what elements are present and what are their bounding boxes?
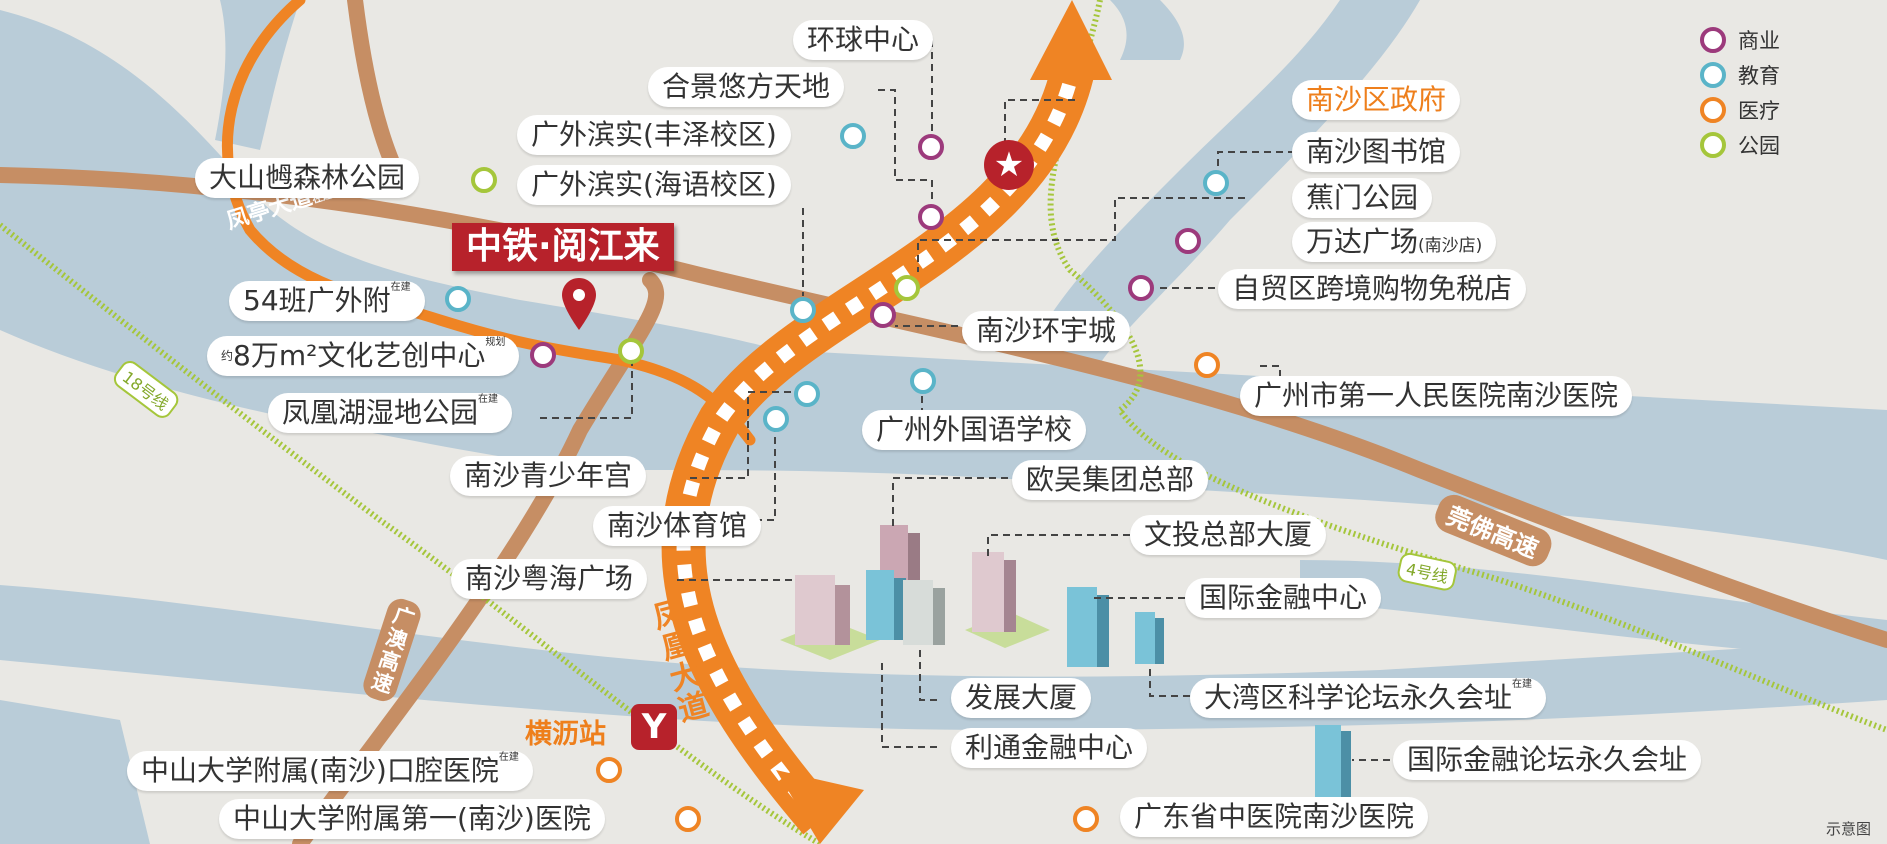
park-marker [471,167,497,193]
leader-lines [540,40,1390,761]
education-marker [794,381,820,407]
education-marker [445,286,471,312]
place-label-qingshao: 南沙青少年宫 [450,456,647,496]
park-marker [894,275,920,301]
commerce-marker [1175,228,1201,254]
commerce-marker [870,302,896,328]
place-label-zhongda-1: 中山大学附属第一(南沙)医院 [219,799,605,839]
medical-marker [596,757,622,783]
place-label-tushuguan: 南沙图书馆 [1292,132,1461,172]
fenghuang-avenue-arrow [661,0,1112,844]
legend-item-education: 教育 [1700,57,1780,92]
education-marker [840,123,866,149]
medical-marker [1073,806,1099,832]
place-label-hejing: 合景悠方天地 [648,67,845,107]
education-marker [910,368,936,394]
legend-item-park: 公园 [1700,127,1780,162]
medical-marker [1194,352,1220,378]
metro-station-label: 横沥站 [525,719,606,750]
place-label-huanqiu: 环球中心 [793,20,934,60]
place-label-huanyu: 南沙环宇城 [962,311,1131,351]
place-label-fenghuanghu: 凤凰湖湿地公园在建 [268,393,513,433]
commerce-marker [918,134,944,160]
place-label-zhongda-kq: 中山大学附属(南沙)口腔医院在建 [127,751,533,791]
education-marker [1203,170,1229,196]
education-dot-icon [1700,61,1726,88]
metro-logo-icon: Y [631,704,677,750]
medical-dot-icon [1700,96,1726,123]
legend-item-commerce: 商业 [1700,22,1780,57]
place-label-wentou: 文投总部大厦 [1130,515,1327,555]
place-label-fazhan: 发展大厦 [951,678,1092,718]
place-label-guangwai-fengze: 广外滨实(丰泽校区) [517,115,791,155]
education-marker [790,297,816,323]
commerce-marker [1128,275,1154,301]
location-pin-icon [562,278,596,330]
place-label-ouwu: 欧吴集团总部 [1012,460,1209,500]
place-label-tiyu: 南沙体育馆 [593,506,762,546]
place-label-guojijinrong: 国际金融中心 [1185,578,1382,618]
star-icon: ★ [984,140,1034,190]
education-marker [763,406,789,432]
place-label-luntan: 国际金融论坛永久会址 [1393,740,1702,780]
place-label-litong: 利通金融中心 [951,728,1148,768]
place-label-wanda: 万达广场(南沙店) [1292,222,1497,262]
main-road [221,0,756,446]
commerce-marker [530,342,556,368]
schematic-note: 示意图 [1826,820,1872,838]
place-label-dawanqu: 大湾区科学论坛永久会址在建 [1190,678,1547,718]
district-government-label: 南沙区政府 [1292,80,1461,120]
place-label-dashan: 大山乸森林公园 [195,158,420,198]
place-label-yuehai: 南沙粤海广场 [451,559,648,599]
place-label-guangwai-haiyu: 广外滨实(海语校区) [517,165,791,205]
legend: 商业 教育 医疗 公园 [1700,22,1780,162]
place-label-wenhua: 约8万m²文化艺创中心规划 [207,336,520,376]
place-label-zimao: 自贸区跨境购物免税店 [1218,269,1527,309]
medical-marker [675,806,701,832]
place-label-renmin: 广州市第一人民医院南沙医院 [1240,376,1633,416]
place-label-jiaomen: 蕉门公园 [1292,178,1433,218]
place-label-ban54: 54班广外附在建 [229,281,425,321]
place-label-waiguoyu: 广州外国语学校 [862,410,1087,450]
park-marker [618,338,644,364]
commerce-dot-icon [1700,26,1726,53]
commerce-marker [918,204,944,230]
project-name-badge: 中铁·阅江来 [452,223,674,271]
legend-item-medical: 医疗 [1700,92,1780,127]
park-dot-icon [1700,131,1726,158]
place-label-zhongyi: 广东省中医院南沙医院 [1120,797,1429,837]
cbd-buildings [780,525,1351,800]
